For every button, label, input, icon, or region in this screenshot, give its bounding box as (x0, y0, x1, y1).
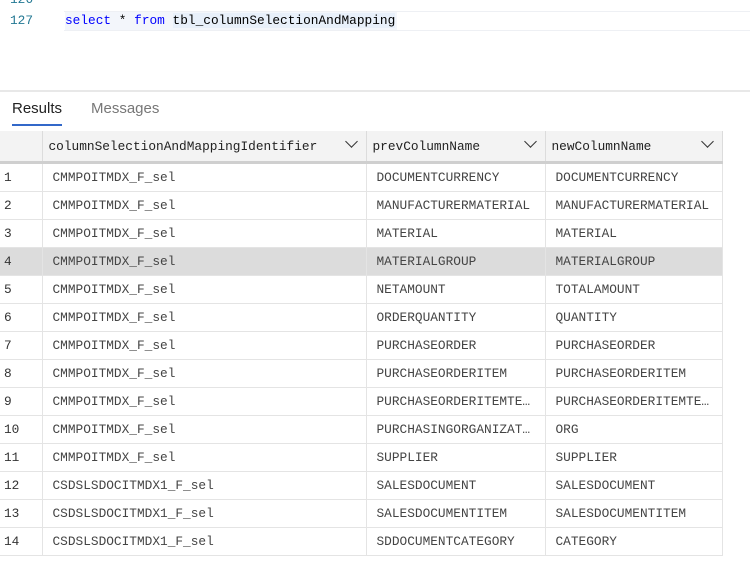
grid-cell[interactable]: PURCHASINGORGANIZAT… (366, 415, 546, 444)
column-header-label: columnSelectionAndMappingIdentifier (48, 138, 318, 154)
current-line-highlight (64, 11, 750, 31)
grid-cell[interactable]: CMMPOITMDX_F_sel (42, 443, 367, 472)
grid-cell[interactable]: DOCUMENTCURRENCY (366, 162, 546, 192)
chevron-down-icon[interactable] (344, 135, 358, 148)
grid-cell[interactable]: CMMPOITMDX_F_sel (42, 219, 367, 248)
row-number: 3 (0, 219, 43, 248)
grid-cell[interactable]: SDDOCUMENTCATEGORY (366, 527, 546, 556)
query-editor[interactable]: 126 127 select * from tbl_columnSelectio… (0, 0, 750, 92)
grid-cell[interactable]: PURCHASEORDERITEM (545, 359, 723, 388)
grid-cell[interactable]: CMMPOITMDX_F_sel (42, 275, 367, 304)
grid-cell[interactable]: ORDERQUANTITY (366, 303, 546, 332)
grid-cell[interactable]: PURCHASEORDERITEMTE… (366, 387, 546, 416)
column-header[interactable]: columnSelectionAndMappingIdentifier (42, 131, 367, 164)
grid-cell[interactable]: ORG (545, 415, 723, 444)
grid-cell[interactable]: CMMPOITMDX_F_sel (42, 162, 367, 192)
grid-cell[interactable]: PURCHASEORDERITEM (366, 359, 546, 388)
column-header-label: prevColumnName (372, 138, 481, 154)
grid-cell[interactable]: SALESDOCUMENTITEM (366, 499, 546, 528)
grid-cell[interactable]: PURCHASEORDER (545, 331, 723, 360)
column-header[interactable]: prevColumnName (366, 131, 546, 164)
row-number: 1 (0, 162, 43, 192)
column-header-label: newColumnName (551, 138, 652, 154)
grid-cell[interactable]: CMMPOITMDX_F_sel (42, 331, 367, 360)
table-identifier: tbl_columnSelectionAndMapping (172, 13, 396, 28)
row-number: 4 (0, 247, 43, 276)
grid-cell[interactable]: MATERIAL (545, 219, 723, 248)
row-number: 11 (0, 443, 43, 472)
grid-cell[interactable]: CMMPOITMDX_F_sel (42, 359, 367, 388)
row-number: 13 (0, 499, 43, 528)
line-number: 126 (10, 0, 40, 7)
row-number: 2 (0, 191, 43, 220)
row-number: 14 (0, 527, 43, 556)
tab-messages[interactable]: Messages (91, 100, 160, 117)
grid-cell[interactable]: CMMPOITMDX_F_sel (42, 387, 367, 416)
row-number: 6 (0, 303, 43, 332)
grid-cell[interactable]: CMMPOITMDX_F_sel (42, 415, 367, 444)
results-grid: columnSelectionAndMappingIdentifier prev… (0, 131, 723, 556)
row-number: 12 (0, 471, 43, 500)
column-header[interactable]: newColumnName (545, 131, 723, 164)
grid-cell[interactable]: CSDSLSDOCITMDX1_F_sel (42, 527, 367, 556)
keyword-select: select (65, 13, 112, 28)
row-number: 5 (0, 275, 43, 304)
row-number-header (0, 131, 43, 164)
grid-cell[interactable]: SALESDOCUMENTITEM (545, 499, 723, 528)
keyword-from: from (134, 13, 165, 28)
row-number: 7 (0, 331, 43, 360)
grid-cell[interactable]: MANUFACTURERMATERIAL (545, 191, 723, 220)
grid-cell[interactable]: CMMPOITMDX_F_sel (42, 247, 367, 276)
grid-cell[interactable]: MATERIALGROUP (366, 247, 546, 276)
operator-star: * (118, 13, 127, 28)
grid-cell[interactable]: SALESDOCUMENT (545, 471, 723, 500)
grid-cell[interactable]: CSDSLSDOCITMDX1_F_sel (42, 499, 367, 528)
grid-cell[interactable]: SUPPLIER (545, 443, 723, 472)
grid-cell[interactable]: SALESDOCUMENT (366, 471, 546, 500)
chevron-down-icon[interactable] (523, 135, 537, 148)
code-line[interactable]: select * from tbl_columnSelectionAndMapp… (65, 12, 398, 30)
grid-cell[interactable]: NETAMOUNT (366, 275, 546, 304)
header-row: columnSelectionAndMappingIdentifier prev… (0, 131, 723, 164)
grid-cell[interactable]: CMMPOITMDX_F_sel (42, 191, 367, 220)
line-number: 127 (10, 13, 34, 28)
grid-cell[interactable]: MATERIAL (366, 219, 546, 248)
grid-cell[interactable]: PURCHASEORDERITEMTE… (545, 387, 723, 416)
row-number: 8 (0, 359, 43, 388)
grid-cell[interactable]: CMMPOITMDX_F_sel (42, 303, 367, 332)
grid-cell[interactable]: MANUFACTURERMATERIAL (366, 191, 546, 220)
row-number: 10 (0, 415, 43, 444)
grid-cell[interactable]: QUANTITY (545, 303, 723, 332)
grid-cell[interactable]: DOCUMENTCURRENCY (545, 162, 723, 192)
row-number: 9 (0, 387, 43, 416)
tab-results[interactable]: Results (12, 100, 63, 126)
grid-cell[interactable]: CSDSLSDOCITMDX1_F_sel (42, 471, 367, 500)
grid-cell[interactable]: CATEGORY (545, 527, 723, 556)
grid-cell[interactable]: PURCHASEORDER (366, 331, 546, 360)
grid-cell[interactable]: MATERIALGROUP (545, 247, 723, 276)
chevron-down-icon[interactable] (700, 135, 714, 148)
grid-cell[interactable]: SUPPLIER (366, 443, 546, 472)
grid-cell[interactable]: TOTALAMOUNT (545, 275, 723, 304)
